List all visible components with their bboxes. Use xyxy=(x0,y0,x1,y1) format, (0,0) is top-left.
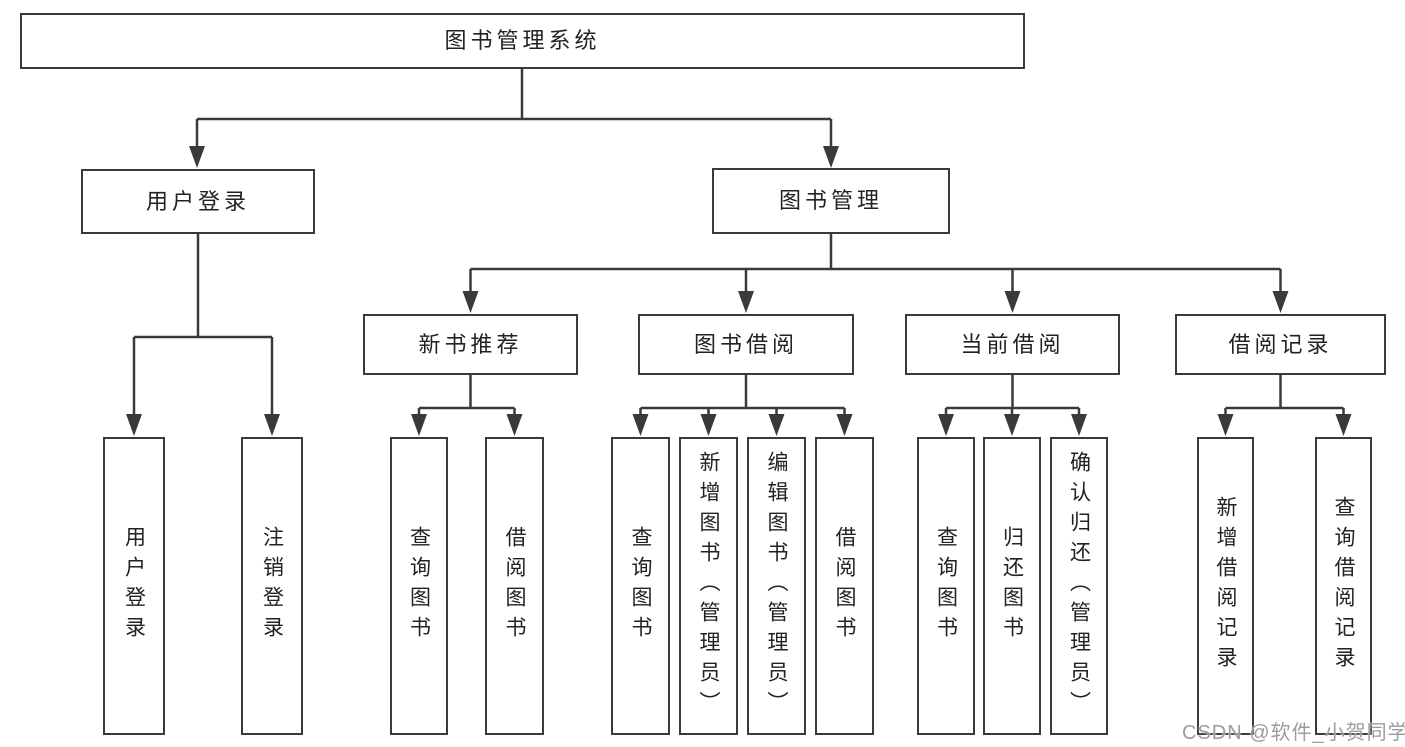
leaf-edit-books-admin: 编辑图书（管理员） xyxy=(747,437,806,735)
leaf-query-borrow-record-label: 查询借阅记录 xyxy=(1332,496,1355,676)
leaf-query-books-recommend: 查询图书 xyxy=(390,437,448,735)
leaf-add-borrow-record-label: 新增借阅记录 xyxy=(1214,496,1237,676)
leaf-query-books-borrowing: 查询图书 xyxy=(611,437,670,735)
leaf-borrow-books-recommend-label: 借阅图书 xyxy=(503,526,526,646)
leaf-add-books-admin-label: 新增图书（管理员） xyxy=(697,451,720,721)
leaf-add-borrow-record: 新增借阅记录 xyxy=(1197,437,1254,735)
leaf-confirm-return-admin: 确认归还（管理员） xyxy=(1050,437,1108,735)
node-new-book-recommend: 新书推荐 xyxy=(363,314,578,375)
leaf-user-login-label: 用户登录 xyxy=(122,526,146,646)
node-user-login: 用户登录 xyxy=(81,169,315,234)
node-book-management-label: 图书管理 xyxy=(778,188,883,213)
leaf-query-books-current-label: 查询图书 xyxy=(934,526,958,646)
leaf-borrow-books-recommend: 借阅图书 xyxy=(485,437,544,735)
node-book-management: 图书管理 xyxy=(712,168,950,234)
node-new-book-recommend-label: 新书推荐 xyxy=(418,331,523,357)
leaf-edit-books-admin-label: 编辑图书（管理员） xyxy=(765,451,788,721)
leaf-add-books-admin: 新增图书（管理员） xyxy=(679,437,738,735)
leaf-borrow-books-borrowing: 借阅图书 xyxy=(815,437,874,735)
leaf-borrow-books-borrowing-label: 借阅图书 xyxy=(833,526,856,646)
leaf-query-books-borrowing-label: 查询图书 xyxy=(629,526,652,646)
node-book-borrowing-label: 图书借阅 xyxy=(693,331,798,357)
leaf-user-login: 用户登录 xyxy=(103,437,165,735)
csdn-watermark: CSDN @软件_小贺同学 xyxy=(1182,722,1405,744)
node-current-borrowing: 当前借阅 xyxy=(905,314,1120,375)
node-book-borrowing: 图书借阅 xyxy=(638,314,854,375)
node-user-login-label: 用户登录 xyxy=(145,188,250,214)
leaf-logout: 注销登录 xyxy=(241,437,303,735)
node-borrowing-records-label: 借阅记录 xyxy=(1228,331,1333,357)
leaf-return-books-label: 归还图书 xyxy=(1000,526,1024,646)
leaf-query-books-current: 查询图书 xyxy=(917,437,975,735)
leaf-query-borrow-record: 查询借阅记录 xyxy=(1315,437,1372,735)
leaf-return-books: 归还图书 xyxy=(983,437,1041,735)
node-root-label: 图书管理系统 xyxy=(444,28,601,53)
leaf-query-books-recommend-label: 查询图书 xyxy=(407,526,431,646)
node-root: 图书管理系统 xyxy=(20,13,1025,69)
leaf-logout-label: 注销登录 xyxy=(260,526,284,646)
leaf-confirm-return-admin-label: 确认归还（管理员） xyxy=(1067,451,1091,721)
node-borrowing-records: 借阅记录 xyxy=(1175,314,1386,375)
node-current-borrowing-label: 当前借阅 xyxy=(960,331,1065,357)
